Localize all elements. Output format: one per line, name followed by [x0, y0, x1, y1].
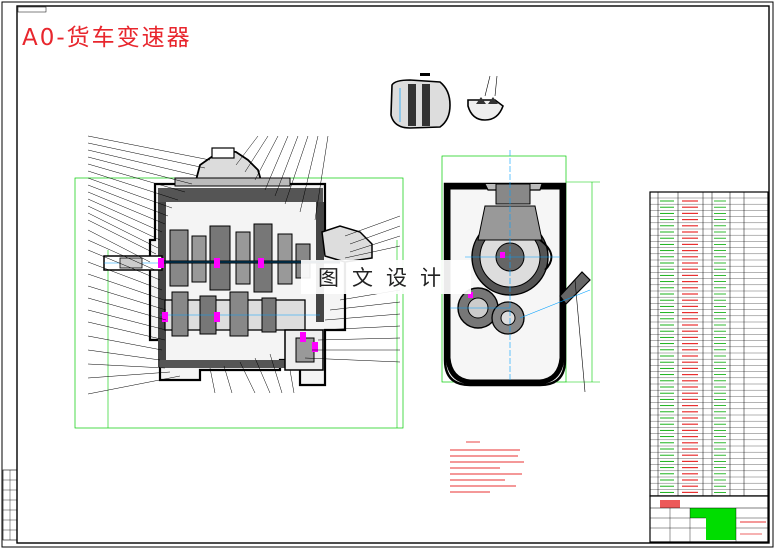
title-block	[649, 495, 769, 543]
detail-view-b	[467, 75, 504, 121]
side-section-view	[441, 150, 600, 393]
drawing-title: A0-货车变速器	[22, 25, 192, 51]
main-section-view	[74, 135, 404, 429]
detail-view-a	[390, 73, 451, 129]
parts-list	[649, 191, 769, 500]
left-margin-block	[2, 469, 18, 541]
technical-notes	[450, 441, 524, 493]
inner-border	[16, 5, 770, 544]
drawing-number-tag	[17, 6, 47, 13]
watermark: 图文设计	[301, 260, 471, 294]
